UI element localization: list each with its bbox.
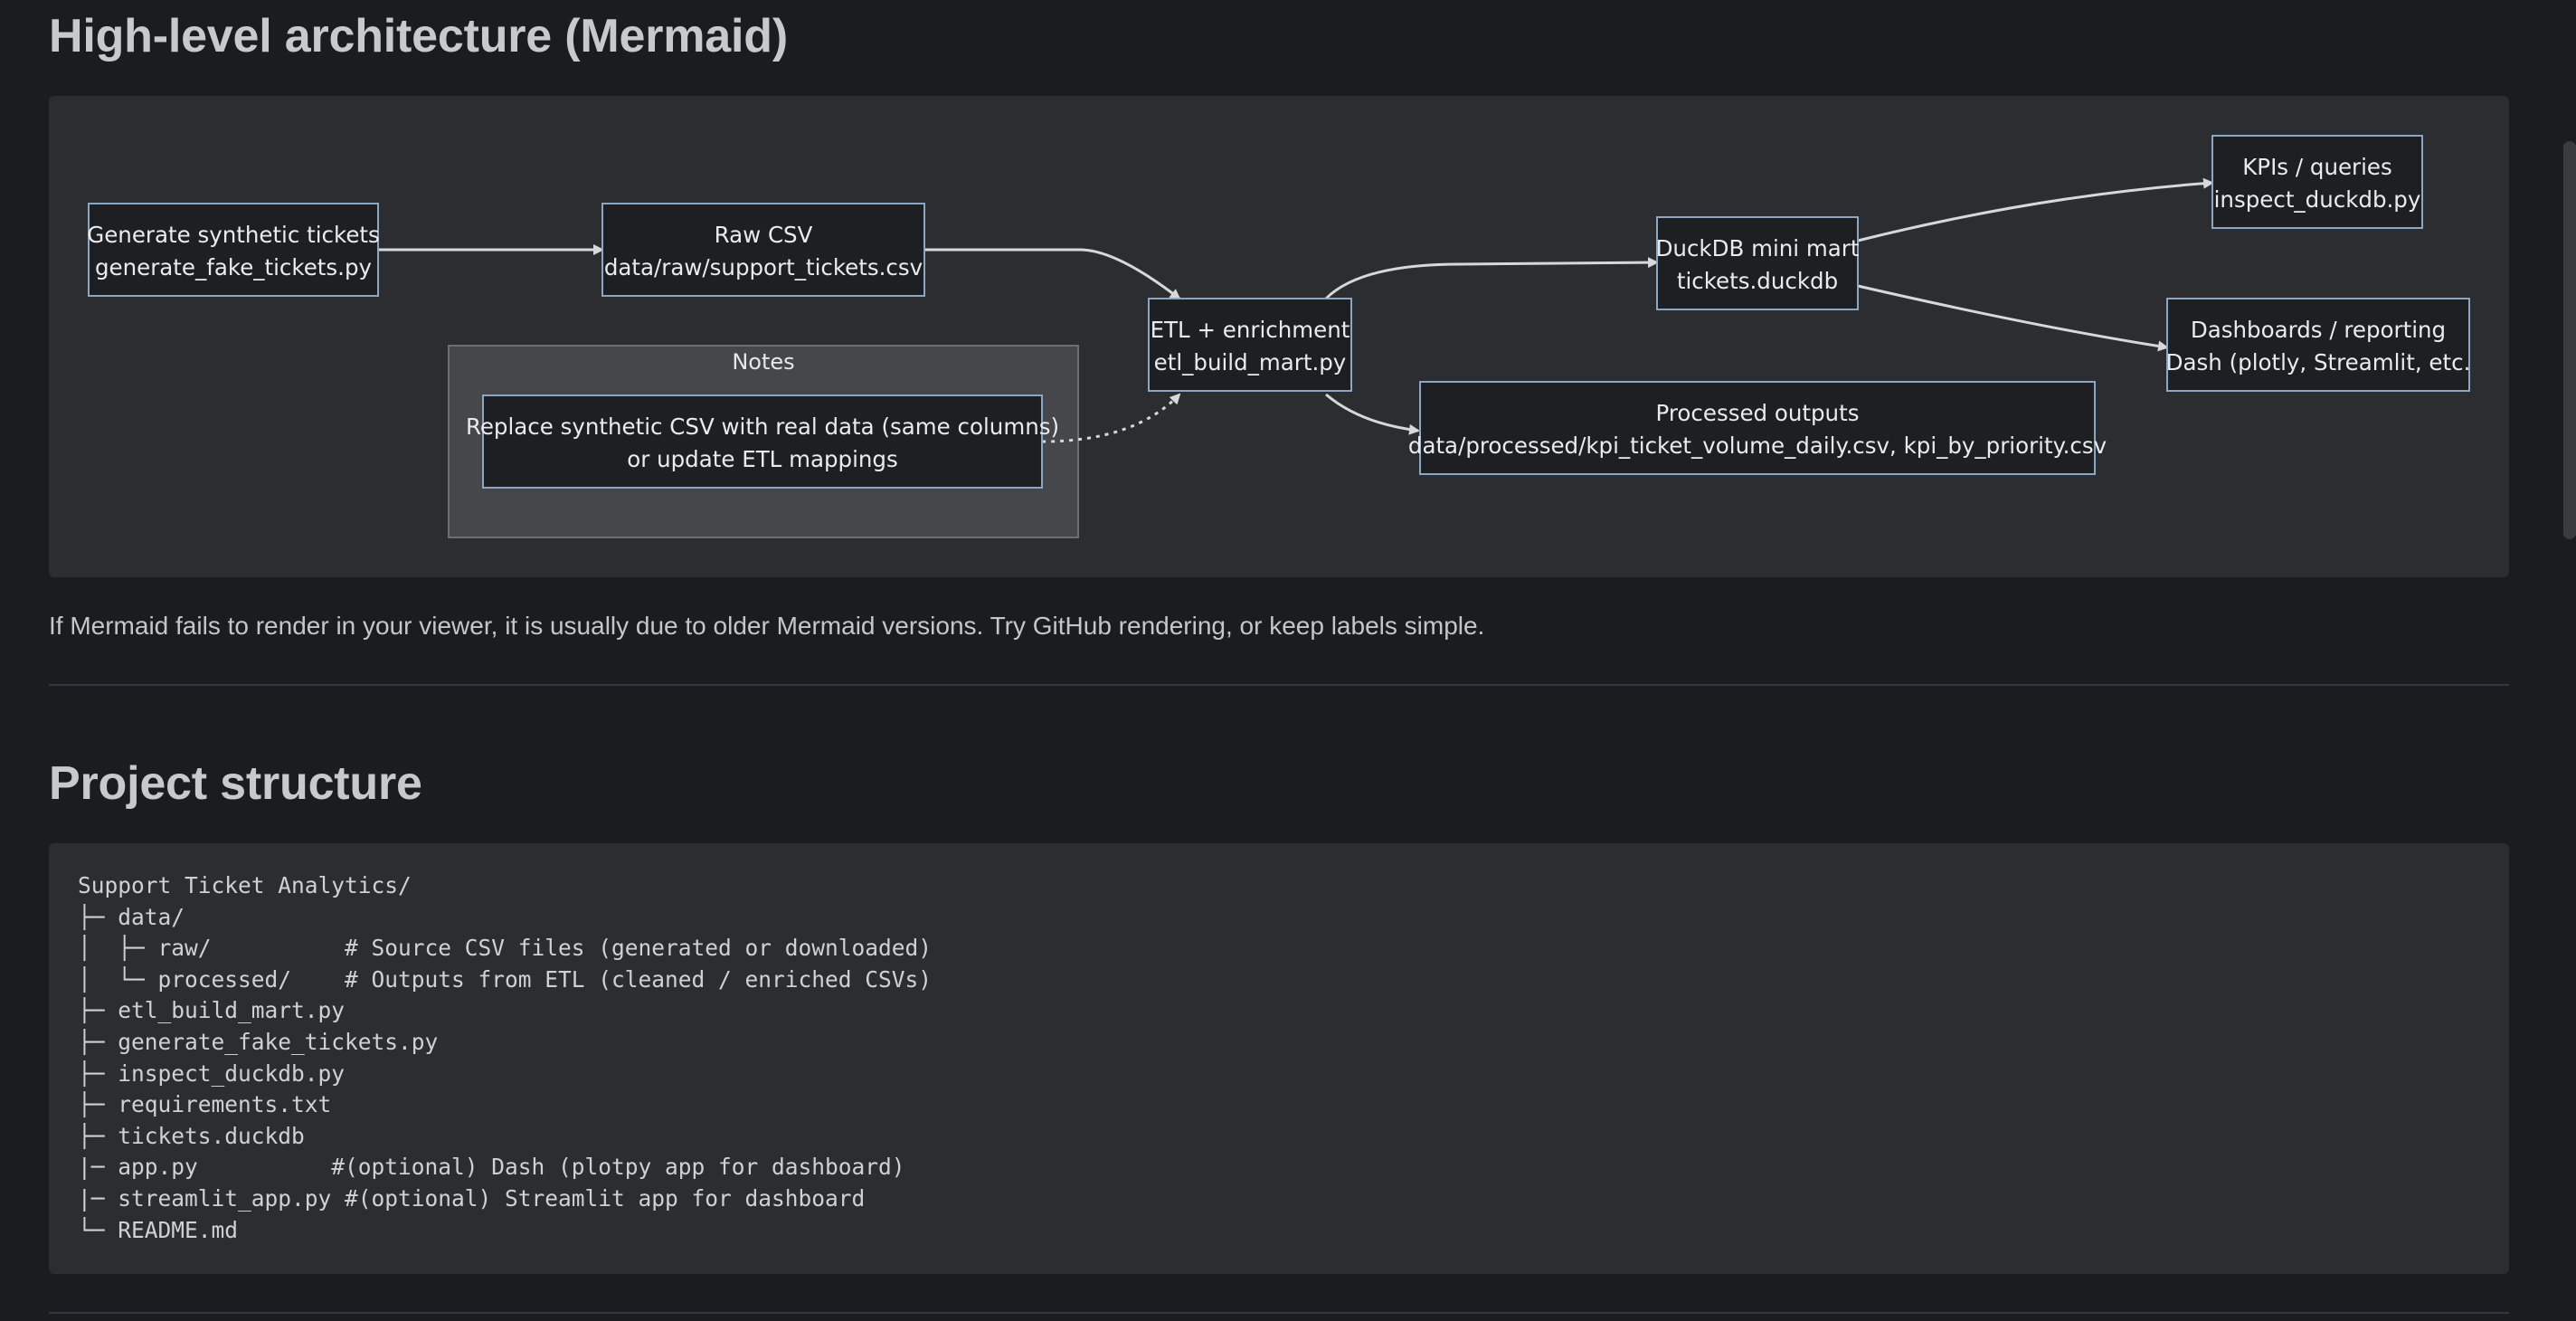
diagram-edges xyxy=(378,177,2214,443)
code-line: ├─ generate_fake_tickets.py xyxy=(78,1028,439,1055)
svg-text:tickets.duckdb: tickets.duckdb xyxy=(1677,268,1838,294)
code-line: ├─ tickets.duckdb xyxy=(78,1122,305,1149)
svg-text:or update ETL mappings: or update ETL mappings xyxy=(627,446,897,472)
code-line: ├─ inspect_duckdb.py xyxy=(78,1060,346,1087)
svg-text:DuckDB mini mart: DuckDB mini mart xyxy=(1656,235,1860,261)
edge-duck-kpi xyxy=(1857,177,2214,242)
mermaid-diagram: Notes Generate synthetic tickets generat… xyxy=(49,96,2509,577)
code-line: ├─ requirements.txt xyxy=(78,1091,332,1118)
divider xyxy=(49,684,2509,686)
svg-text:etl_build_mart.py: etl_build_mart.py xyxy=(1154,349,1347,375)
node-processed-outputs: Processed outputs data/processed/kpi_tic… xyxy=(1408,381,2107,475)
node-generate-tickets: Generate synthetic tickets generate_fake… xyxy=(87,203,380,297)
code-line: Support Ticket Analytics/ xyxy=(78,872,412,898)
svg-text:inspect_duckdb.py: inspect_duckdb.py xyxy=(2214,186,2421,213)
node-raw-csv: Raw CSV data/raw/support_tickets.csv xyxy=(601,203,925,297)
code-line: ├─ data/ xyxy=(78,903,185,930)
node-etl: ETL + enrichment etl_build_mart.py xyxy=(1148,298,1352,392)
code-line: |─ streamlit_app.py #(optional) Streamli… xyxy=(78,1184,866,1212)
edge-etl-proc xyxy=(1325,393,1420,435)
svg-text:KPIs / queries: KPIs / queries xyxy=(2242,154,2392,180)
node-kpis: KPIs / queries inspect_duckdb.py xyxy=(2211,135,2423,229)
divider xyxy=(49,1312,2509,1314)
project-tree-code-block[interactable]: Support Ticket Analytics/ ├─ data/ │ ├─ ra… xyxy=(49,843,2509,1274)
edge-replace-etl xyxy=(1041,393,1181,443)
notes-label: Notes xyxy=(732,349,794,375)
edge-raw-etl xyxy=(924,248,1181,300)
project-structure-heading: Project structure xyxy=(49,757,422,810)
svg-text:Processed outputs: Processed outputs xyxy=(1656,400,1860,426)
code-line: │ └─ processed/ # Outputs from ETL (clea… xyxy=(78,965,933,993)
mermaid-note: If Mermaid fails to render in your viewe… xyxy=(49,612,1485,640)
svg-text:Generate synthetic tickets: Generate synthetic tickets xyxy=(87,222,380,248)
code-line: |─ app.py #(optional) Dash (plotpy app f… xyxy=(78,1154,905,1181)
svg-text:Dash (plotly, Streamlit, etc.: Dash (plotly, Streamlit, etc. xyxy=(2166,349,2471,375)
architecture-heading: High-level architecture (Mermaid) xyxy=(49,10,788,62)
svg-text:Dashboards / reporting: Dashboards / reporting xyxy=(2191,317,2446,343)
code-line: ├─ etl_build_mart.py xyxy=(78,997,346,1024)
edge-etl-duck xyxy=(1324,257,1659,300)
code-line: │ ├─ raw/ # Source CSV files (generated … xyxy=(78,935,933,962)
vertical-scrollbar[interactable] xyxy=(2563,141,2576,539)
edge-duck-dash xyxy=(1857,284,2169,352)
node-dashboards: Dashboards / reporting Dash (plotly, Str… xyxy=(2166,298,2471,392)
svg-text:Raw CSV: Raw CSV xyxy=(715,222,813,248)
svg-text:generate_fake_tickets.py: generate_fake_tickets.py xyxy=(95,254,372,280)
svg-text:data/raw/support_tickets.csv: data/raw/support_tickets.csv xyxy=(604,254,923,280)
code-line: └─ README.md xyxy=(78,1216,239,1243)
node-duckdb: DuckDB mini mart tickets.duckdb xyxy=(1656,216,1860,310)
svg-text:Replace synthetic CSV with rea: Replace synthetic CSV with real data (sa… xyxy=(466,413,1059,440)
svg-text:ETL + enrichment: ETL + enrichment xyxy=(1151,317,1350,343)
node-replace-data: Replace synthetic CSV with real data (sa… xyxy=(466,394,1059,489)
architecture-diagram: Notes Generate synthetic tickets generat… xyxy=(87,135,2471,538)
svg-text:data/processed/kpi_ticket_volu: data/processed/kpi_ticket_volume_daily.c… xyxy=(1408,432,2107,459)
